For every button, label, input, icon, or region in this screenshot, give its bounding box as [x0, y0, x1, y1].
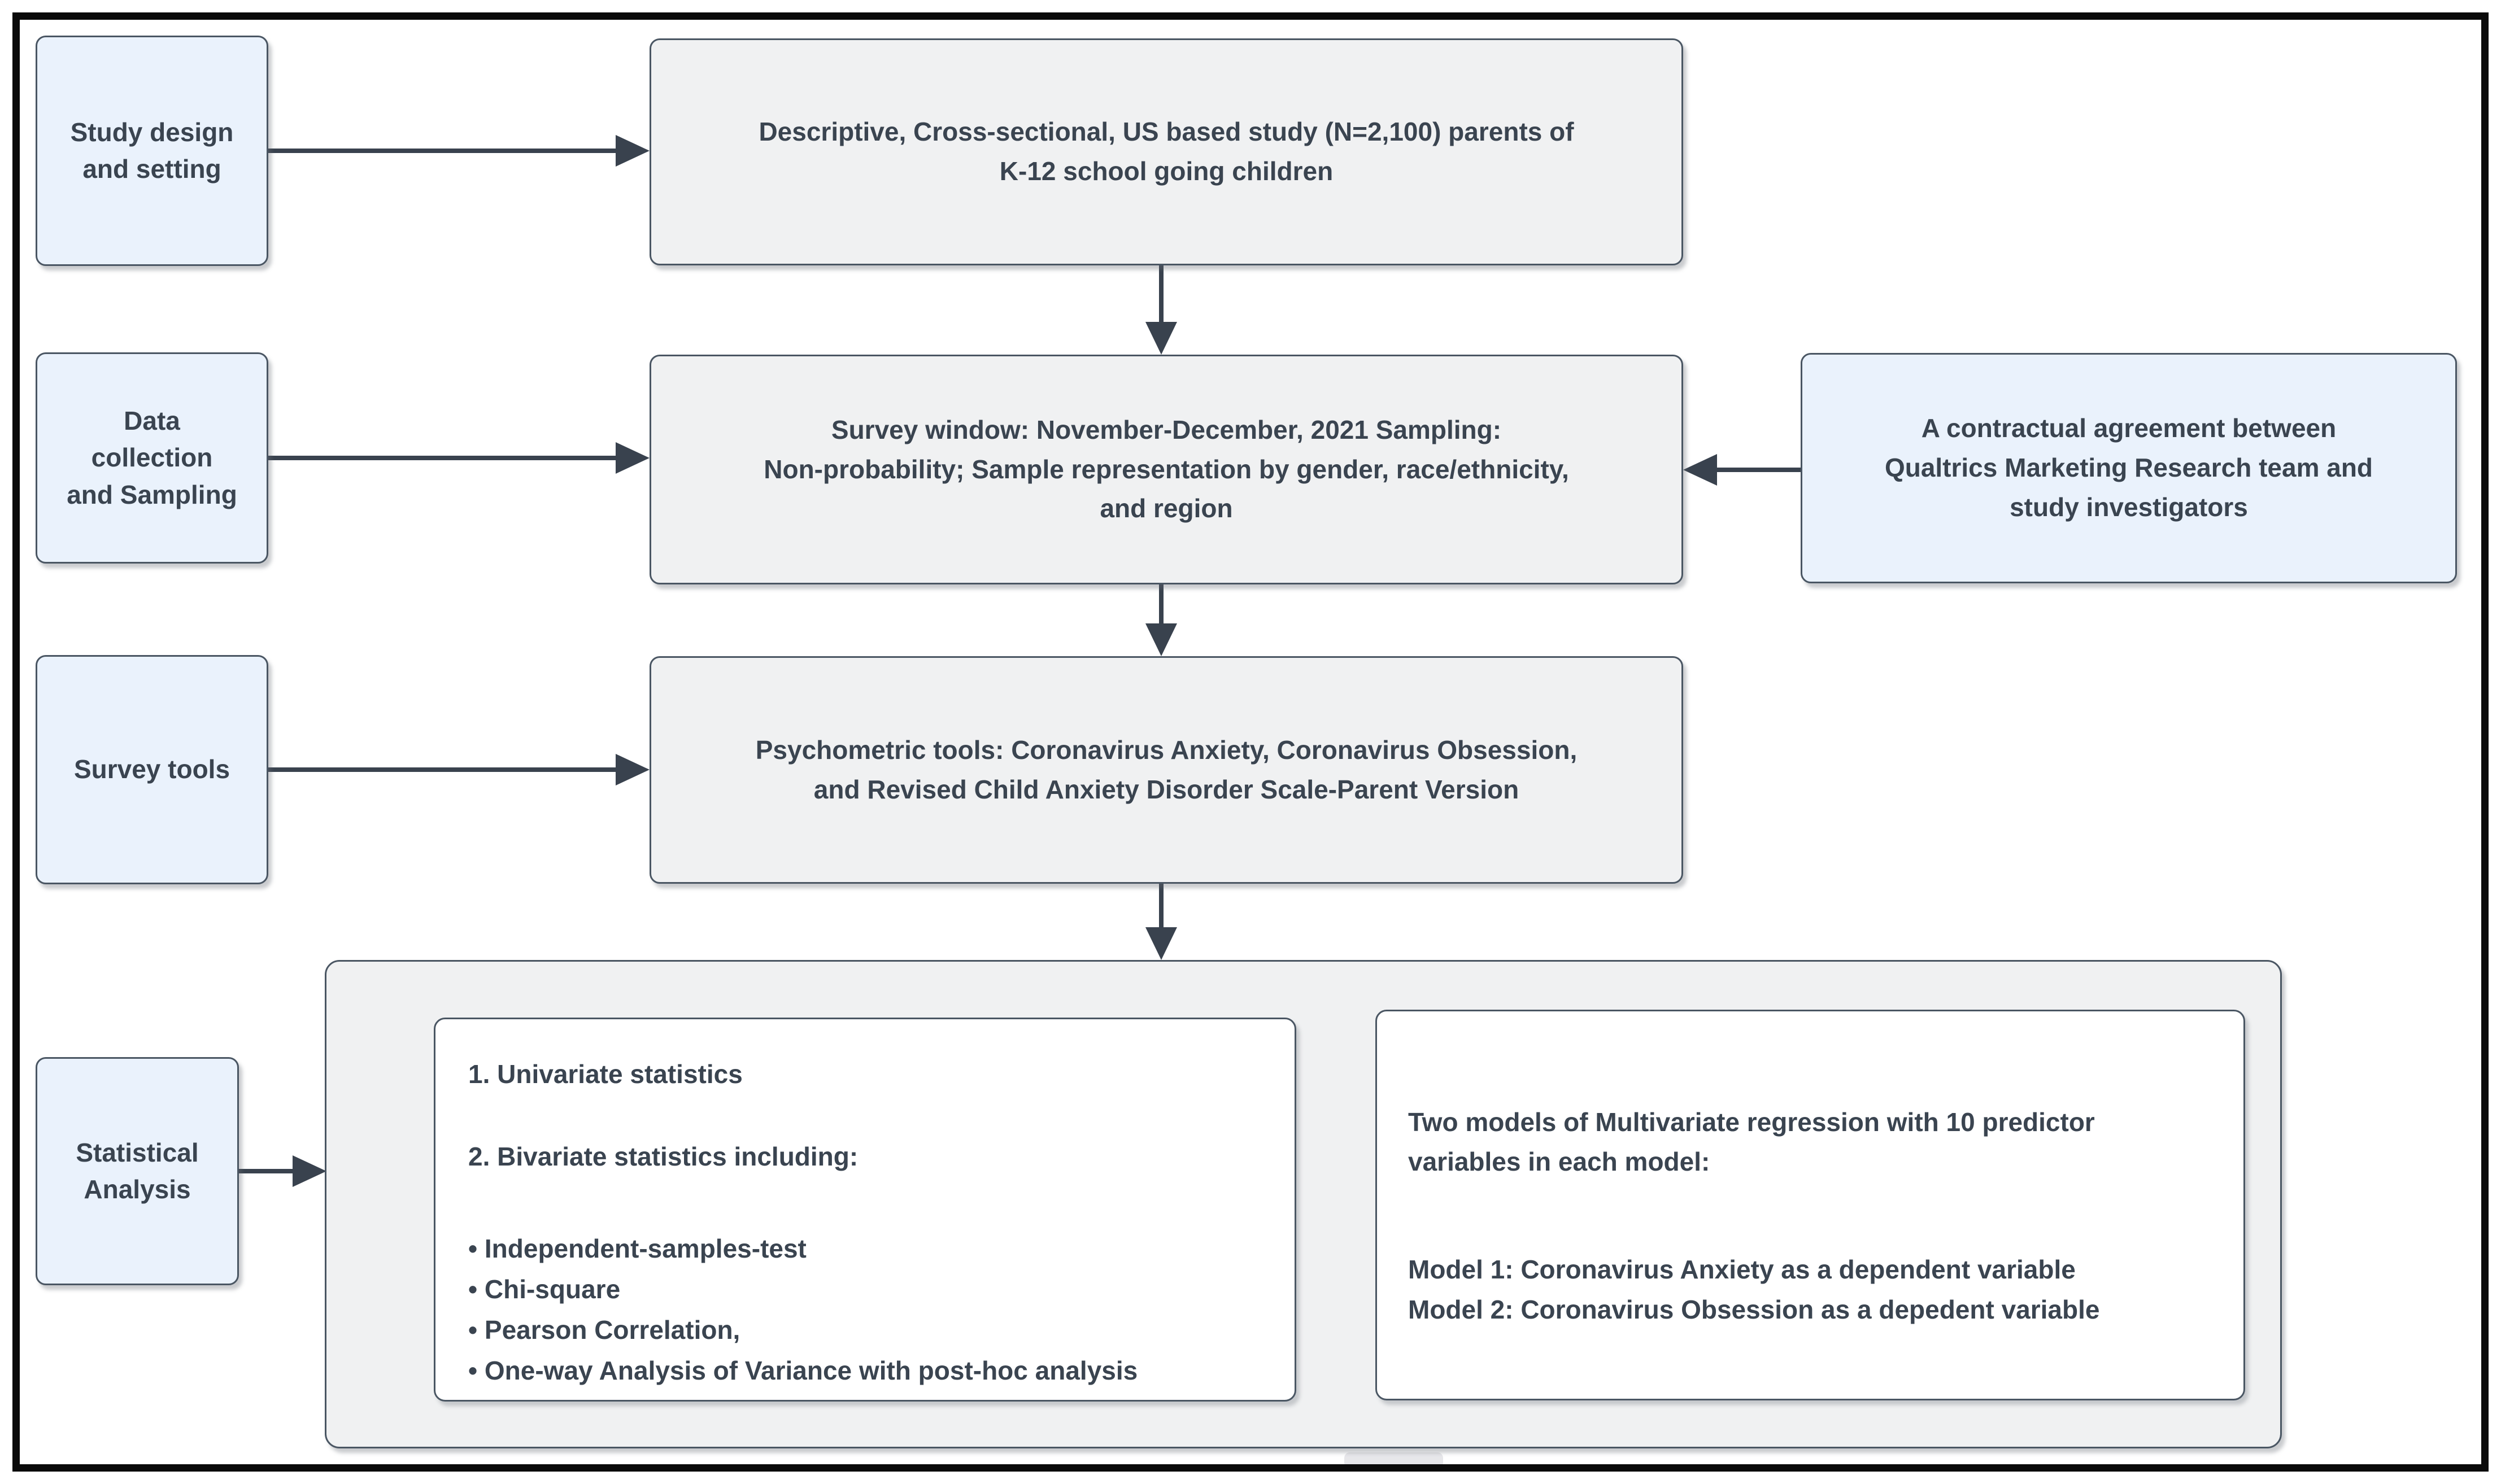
- node-statistical-analysis: Statistical Analysis: [36, 1057, 239, 1285]
- node-study-design: Study design and setting: [36, 36, 268, 266]
- list-item-bivariate: 2. Bivariate statistics including:: [468, 1142, 859, 1171]
- regression-models-heading: Two models of Multivariate regression wi…: [1408, 1107, 2095, 1176]
- node-regression-models: Two models of Multivariate regression wi…: [1375, 1010, 2245, 1400]
- connector-contract-line: [1717, 468, 1801, 472]
- connector-row1-row2-line: [1159, 265, 1164, 323]
- connector-data-collection-line: [268, 456, 616, 460]
- node-survey-tools: Survey tools: [36, 655, 268, 884]
- bullet-chi-square: • Chi-square: [468, 1275, 621, 1304]
- list-item-univariate: 1. Univariate statistics: [468, 1059, 743, 1089]
- node-contract-agreement: A contractual agreement between Qualtric…: [1801, 353, 2457, 583]
- connector-survey-tools-line: [268, 767, 616, 772]
- arrowhead-statistical-analysis-icon: [293, 1155, 326, 1187]
- arrowhead-survey-tools-icon: [616, 754, 650, 785]
- bullet-pearson-correlation: • Pearson Correlation,: [468, 1315, 740, 1345]
- arrowhead-study-design-icon: [616, 135, 650, 167]
- connector-statistical-analysis-line: [239, 1169, 294, 1173]
- connector-study-design-line: [268, 149, 616, 153]
- regression-model-2: Model 2: Coronavirus Obsession as a depe…: [1408, 1294, 2100, 1324]
- node-univariate-bivariate-list: 1. Univariate statistics 2. Bivariate st…: [434, 1018, 1296, 1402]
- arrowhead-row3-container-icon: [1145, 927, 1177, 960]
- bottom-tab-artifact: [1344, 1452, 1443, 1468]
- connector-row2-row3-line: [1159, 584, 1164, 625]
- connector-row3-container-line: [1159, 884, 1164, 929]
- node-data-collection: Data collection and Sampling: [36, 352, 268, 564]
- arrowhead-data-collection-icon: [616, 442, 650, 474]
- node-survey-window: Survey window: November-December, 2021 S…: [650, 355, 1683, 584]
- bullet-independent-samples-test: • Independent-samples-test: [468, 1234, 807, 1263]
- arrowhead-row1-row2-icon: [1145, 322, 1177, 355]
- arrowhead-row2-row3-icon: [1145, 623, 1177, 656]
- node-study-description: Descriptive, Cross-sectional, US based s…: [650, 38, 1683, 265]
- bullet-one-way-anova: • One-way Analysis of Variance with post…: [468, 1356, 1138, 1385]
- regression-model-1: Model 1: Coronavirus Anxiety as a depend…: [1408, 1254, 2076, 1284]
- node-psychometric-tools: Psychometric tools: Coronavirus Anxiety,…: [650, 656, 1683, 884]
- arrowhead-contract-icon: [1683, 454, 1717, 486]
